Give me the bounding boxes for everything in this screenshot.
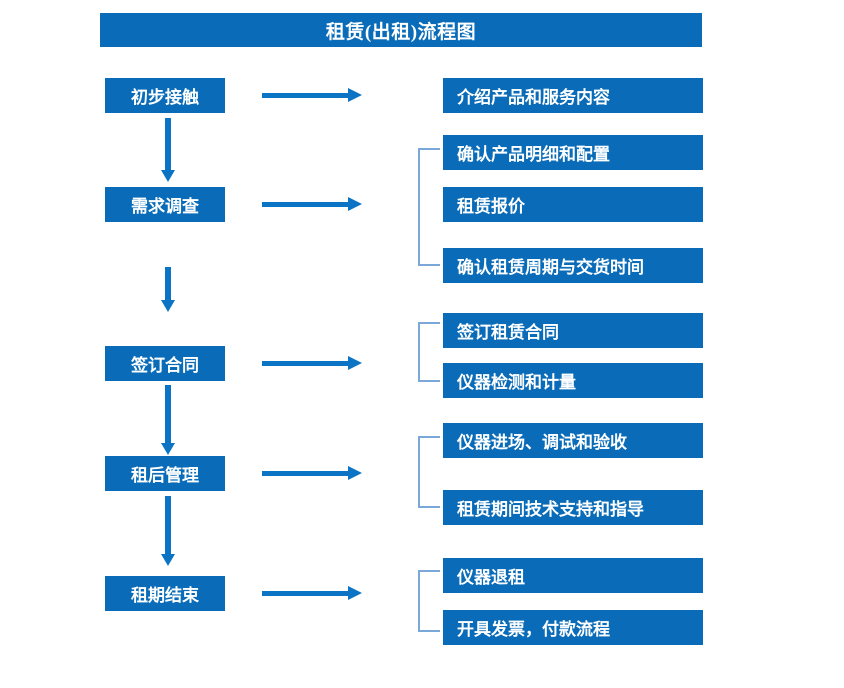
arrow-right-lease-end xyxy=(262,585,362,601)
arrow-shaft xyxy=(262,93,350,98)
arrow-right-initial-contact xyxy=(262,87,362,103)
detail-box-introduce-products-services[interactable]: 介绍产品和服务内容 xyxy=(443,78,703,113)
arrow-shaft xyxy=(165,118,171,170)
stage-label: 租期结束 xyxy=(131,586,199,605)
arrow-shaft xyxy=(165,385,171,443)
detail-box-confirm-lease-period-delivery[interactable]: 确认租赁周期与交货时间 xyxy=(443,248,703,283)
stage-box-sign-contract[interactable]: 签订合同 xyxy=(105,346,225,381)
bracket-demand-survey xyxy=(418,148,440,266)
arrow-right-demand-survey xyxy=(262,196,362,212)
detail-label: 仪器退租 xyxy=(457,568,525,587)
bracket-sign-contract xyxy=(418,322,440,382)
bracket-lease-end xyxy=(418,570,440,632)
detail-box-lease-period-tech-support[interactable]: 租赁期间技术支持和指导 xyxy=(443,490,703,525)
detail-label: 开具发票，付款流程 xyxy=(457,620,610,639)
flowchart-title-bar: 租赁(出租)流程图 xyxy=(100,13,702,47)
detail-box-instrument-return[interactable]: 仪器退租 xyxy=(443,558,703,593)
arrow-down-initial-contact-to-demand-survey xyxy=(159,118,177,182)
detail-label: 租赁报价 xyxy=(457,197,525,216)
arrow-right-sign-contract xyxy=(262,355,362,371)
stage-label: 初步接触 xyxy=(131,88,199,107)
detail-label: 确认产品明细和配置 xyxy=(457,145,610,164)
arrow-right-post-lease-management xyxy=(262,465,362,481)
stage-box-initial-contact[interactable]: 初步接触 xyxy=(105,78,225,113)
detail-label: 介绍产品和服务内容 xyxy=(457,88,610,107)
arrow-shaft xyxy=(262,471,350,476)
arrow-head xyxy=(348,466,362,480)
detail-box-instrument-test-metrology[interactable]: 仪器检测和计量 xyxy=(443,363,703,398)
detail-label: 仪器检测和计量 xyxy=(457,373,576,392)
stage-label: 租后管理 xyxy=(131,466,199,485)
arrow-shaft xyxy=(262,591,350,596)
arrow-head xyxy=(161,300,175,312)
arrow-head xyxy=(161,554,175,566)
stage-label: 签订合同 xyxy=(131,356,199,375)
stage-box-lease-end[interactable]: 租期结束 xyxy=(105,576,225,611)
arrow-down-post-lease-management-to-lease-end xyxy=(159,496,177,566)
stage-box-post-lease-management[interactable]: 租后管理 xyxy=(105,456,225,491)
arrow-head xyxy=(348,197,362,211)
arrow-down-sign-contract-to-post-lease-management xyxy=(159,385,177,455)
arrow-head xyxy=(161,170,175,182)
detail-label: 仪器进场、调试和验收 xyxy=(457,433,627,452)
detail-label: 租赁期间技术支持和指导 xyxy=(457,500,644,519)
arrow-shaft xyxy=(165,267,171,300)
arrow-head xyxy=(348,356,362,370)
arrow-head xyxy=(161,443,175,455)
arrow-head xyxy=(348,88,362,102)
flowchart-title-text: 租赁(出租)流程图 xyxy=(325,21,477,43)
detail-box-sign-lease-contract[interactable]: 签订租赁合同 xyxy=(443,313,703,348)
detail-box-confirm-product-details-config[interactable]: 确认产品明细和配置 xyxy=(443,135,703,170)
stage-label: 需求调查 xyxy=(131,197,199,216)
stage-box-demand-survey[interactable]: 需求调查 xyxy=(105,187,225,222)
detail-label: 签订租赁合同 xyxy=(457,323,559,342)
arrow-shaft xyxy=(165,496,171,554)
detail-box-lease-quotation[interactable]: 租赁报价 xyxy=(443,187,703,222)
arrow-head xyxy=(348,586,362,600)
arrow-down-demand-survey-to-sign-contract xyxy=(159,267,177,312)
detail-label: 确认租赁周期与交货时间 xyxy=(457,258,644,277)
detail-box-invoice-payment-process[interactable]: 开具发票，付款流程 xyxy=(443,610,703,645)
detail-box-instrument-entry-debug-acceptance[interactable]: 仪器进场、调试和验收 xyxy=(443,423,703,458)
arrow-shaft xyxy=(262,202,350,207)
bracket-post-lease-management xyxy=(418,436,440,508)
arrow-shaft xyxy=(262,361,350,366)
